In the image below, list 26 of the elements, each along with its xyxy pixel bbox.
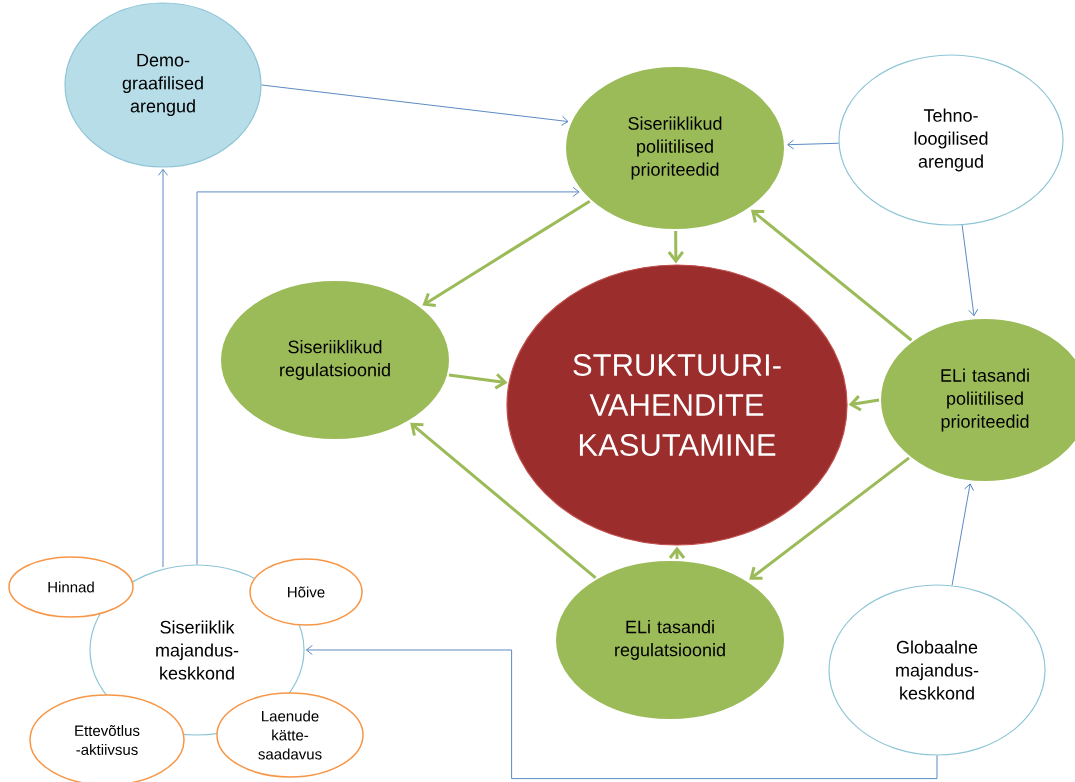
oval: Tehno- loogilised arengud (838, 54, 1064, 226)
arrow (422, 199, 591, 307)
arrow (951, 483, 974, 586)
arrow (305, 645, 938, 780)
arrow (196, 186, 580, 565)
central-oval: STRUKTUURI- VAHENDITE KASUTAMINE (506, 264, 848, 546)
arrow (848, 395, 880, 412)
oval: Siseriiklikud poliitilised prioriteedid (564, 65, 786, 231)
arrow (750, 209, 913, 342)
arrow (448, 373, 508, 390)
arrow (749, 456, 910, 580)
arrow (410, 422, 597, 579)
small-oval: Ettevõtlus -aktiivsus (29, 694, 185, 782)
oval: Demo- graafilised arengud (64, 2, 262, 168)
arrow (158, 168, 168, 568)
oval: Siseriiklikud regulatsioonid (219, 279, 451, 441)
small-oval: Laenude kätte- saadavus (216, 692, 364, 778)
arrow (787, 139, 839, 150)
small-oval: Hinnad (8, 556, 134, 618)
arrow (261, 84, 569, 126)
arrow (667, 230, 684, 264)
small-oval: Hõive (249, 558, 363, 626)
oval: Globaalne majandus- keskkond (828, 584, 1046, 756)
arrow (961, 224, 979, 317)
oval: ELi tasandi regulatsioonid (554, 559, 786, 721)
oval: ELi tasandi poliitilised prioriteedid (879, 317, 1075, 483)
